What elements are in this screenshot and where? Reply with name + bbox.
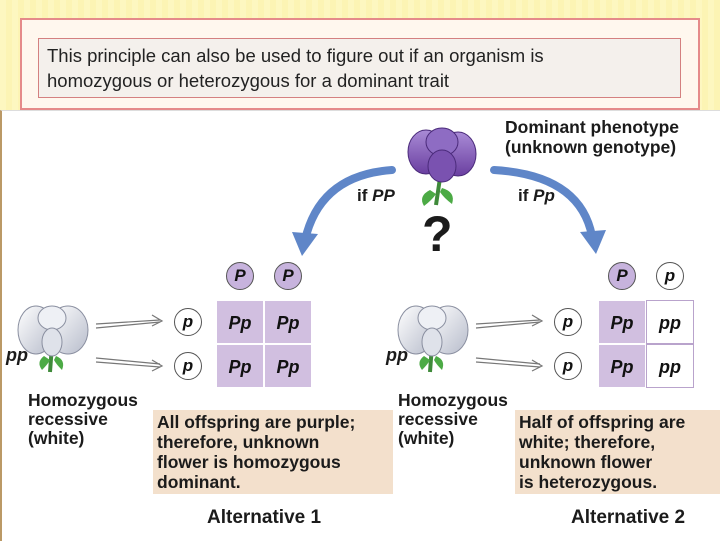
arrow-left-curve-icon: [292, 166, 396, 256]
dominant-phenotype-label: Dominant phenotype (unknown genotype): [505, 117, 679, 157]
caption-line-2: homozygous or heterozygous for a dominan…: [47, 70, 450, 91]
if-pp-het-label: if Pp: [518, 186, 555, 206]
alt1-cell-1-1: Pp: [216, 300, 264, 344]
alt1-conclusion: All offspring are purple; therefore, unk…: [153, 410, 393, 494]
alt2-cell-1-1: Pp: [598, 300, 646, 344]
alt1-side-allele-1: p: [174, 308, 202, 336]
alt1-side-allele-2: p: [174, 352, 202, 380]
purple-flower-icon: [407, 127, 477, 206]
if-pp-genotype: PP: [372, 186, 395, 205]
alt1-cell-2-2: Pp: [264, 344, 312, 388]
alt1-parent-genotype: pp: [6, 345, 28, 365]
alt2-conclusion-line-2: white; therefore,: [519, 432, 656, 452]
white-flower-right-icon: [397, 305, 469, 373]
gamete-arrows-left: [95, 314, 164, 372]
alt2-desc-line-2: recessive: [398, 409, 478, 429]
gamete-arrows-right: [475, 314, 544, 372]
alt2-cell-2-1: Pp: [598, 344, 646, 388]
dominant-label-line-2: (unknown genotype): [505, 137, 677, 157]
alt2-cell-1-2: pp: [646, 300, 694, 344]
alt1-conclusion-line-4: dominant.: [157, 472, 241, 492]
alt1-conclusion-line-3: flower is homozygous: [157, 452, 341, 472]
caption-line-1: This principle can also be used to figur…: [47, 45, 544, 66]
question-mark: ?: [422, 206, 453, 262]
caption-box: This principle can also be used to figur…: [38, 38, 681, 98]
alt1-cell-1-2: Pp: [264, 300, 312, 344]
alt2-desc-line-1: Homozygous: [398, 390, 508, 410]
if-pp-het-prefix: if: [518, 186, 534, 205]
alt1-top-allele-2: P: [274, 262, 302, 290]
alt1-desc-line-2: recessive: [28, 409, 108, 429]
alt1-conclusion-line-1: All offspring are purple;: [157, 412, 356, 432]
alt2-desc-line-3: (white): [398, 428, 455, 448]
alt1-desc-line-1: Homozygous: [28, 390, 138, 410]
alt1-desc-line-3: (white): [28, 428, 85, 448]
arrow-right-curve-icon: [490, 166, 606, 254]
alt2-cell-2-2: pp: [646, 344, 694, 388]
alt2-top-allele-2: p: [656, 262, 684, 290]
alt2-conclusion-line-3: unknown flower: [519, 452, 653, 472]
alt2-side-allele-1: p: [554, 308, 582, 336]
alt1-top-allele-1: P: [226, 262, 254, 290]
alt2-conclusion-line-1: Half of offspring are: [519, 412, 686, 432]
alt1-conclusion-line-2: therefore, unknown: [157, 432, 320, 452]
alt1-title: Alternative 1: [207, 507, 322, 528]
alt2-title: Alternative 2: [571, 507, 686, 528]
alt1-parent-description: Homozygous recessive (white): [28, 391, 138, 448]
if-pp-label: if PP: [357, 186, 395, 206]
if-pp-het-genotype: Pp: [533, 186, 555, 205]
alt2-side-allele-2: p: [554, 352, 582, 380]
alt2-parent-description: Homozygous recessive (white): [398, 391, 508, 448]
dominant-label-line-1: Dominant phenotype: [505, 117, 680, 137]
alt1-cell-2-1: Pp: [216, 344, 264, 388]
alt2-conclusion: Half of offspring are white; therefore, …: [515, 410, 720, 494]
alt2-parent-genotype: pp: [386, 345, 408, 365]
alt2-top-allele-1: P: [608, 262, 636, 290]
white-flower-left-icon: [17, 305, 89, 373]
if-pp-prefix: if: [357, 186, 373, 205]
alt2-conclusion-line-4: is heterozygous.: [519, 472, 658, 492]
